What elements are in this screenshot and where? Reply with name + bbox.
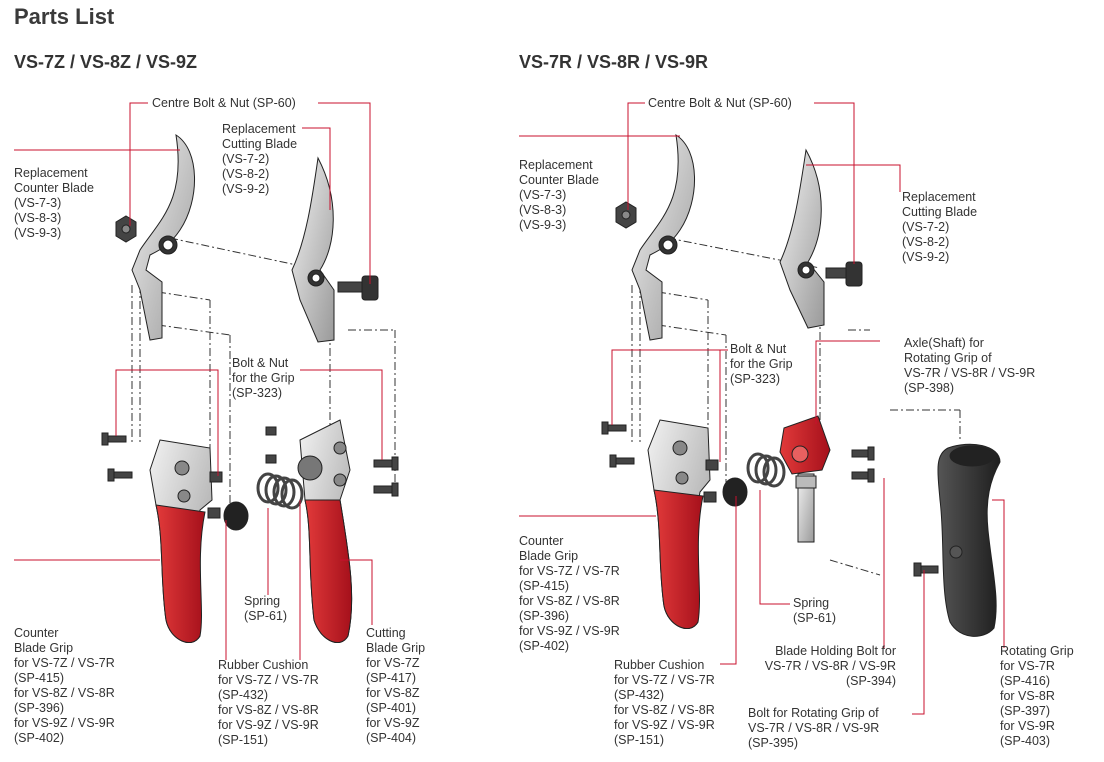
right-label-spring: Spring (SP-61) — [793, 596, 837, 625]
right-leader-lines — [519, 102, 1005, 715]
right-label-bolt-rotating-grip: Bolt for Rotating Grip of VS-7R / VS-8R … — [748, 706, 880, 750]
left-label-cutting-grip: Cutting Blade Grip for VS-7Z (SP-417) fo… — [366, 626, 426, 745]
right-label-counter-grip: Counter Blade Grip for VS-7Z / VS-7R (SP… — [519, 534, 620, 653]
left-label-rubber-cushion: Rubber Cushion for VS-7Z / VS-7R (SP-432… — [218, 658, 319, 747]
left-leader-lines — [14, 102, 383, 660]
left-label-cutting-blade: Replacement Cutting Blade (VS-7-2) (VS-8… — [222, 122, 298, 196]
right-diagram — [601, 133, 1001, 637]
right-label-rotating-grip: Rotating Grip for VS-7R (SP-416) for VS-… — [1000, 644, 1074, 748]
left-label-counter-grip: Counter Blade Grip for VS-7Z / VS-7R (SP… — [14, 626, 115, 745]
right-section-title: VS-7R / VS-8R / VS-9R — [519, 52, 709, 72]
right-label-axle: Axle(Shaft) for Rotating Grip of VS-7R /… — [904, 336, 1036, 395]
left-section-title: VS-7Z / VS-8Z / VS-9Z — [14, 52, 198, 72]
right-label-bolt-grip: Bolt & Nut for the Grip (SP-323) — [730, 342, 793, 386]
right-label-rubber-cushion: Rubber Cushion for VS-7Z / VS-7R (SP-432… — [614, 658, 715, 747]
right-label-counter-blade: Replacement Counter Blade (VS-7-3) (VS-8… — [519, 158, 599, 232]
right-label-cutting-blade: Replacement Cutting Blade (VS-7-2) (VS-8… — [902, 190, 978, 264]
right-label-blade-holding-bolt: Blade Holding Bolt for VS-7R / VS-8R / V… — [764, 644, 896, 688]
right-label-centre-bolt: Centre Bolt & Nut (SP-60) — [648, 96, 792, 110]
page-title: Parts List — [14, 4, 115, 29]
left-label-counter-blade: Replacement Counter Blade (VS-7-3) (VS-8… — [14, 166, 94, 240]
left-label-spring: Spring (SP-61) — [244, 594, 288, 623]
left-label-centre-bolt: Centre Bolt & Nut (SP-60) — [152, 96, 296, 110]
left-label-bolt-grip: Bolt & Nut for the Grip (SP-323) — [232, 356, 295, 400]
left-diagram — [101, 133, 399, 643]
